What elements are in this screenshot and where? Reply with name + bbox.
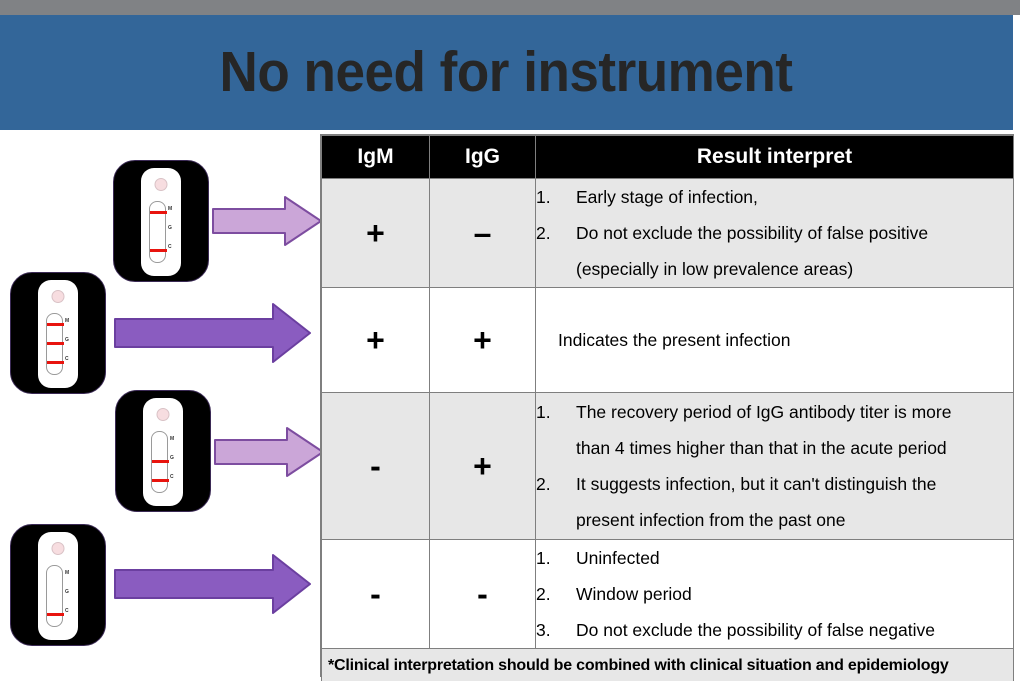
band-m	[47, 575, 64, 578]
strip-label-c: C	[65, 608, 69, 614]
list-item-text: Window period	[576, 584, 692, 604]
band-g	[47, 342, 64, 345]
cell-igg: -	[429, 539, 536, 649]
result-window	[149, 201, 167, 263]
arrow-to-row-2	[113, 301, 313, 365]
band-c	[150, 249, 167, 252]
sample-well-icon	[156, 408, 170, 421]
list-item-text: It suggests infection, but it can't dist…	[576, 474, 937, 494]
band-g	[47, 594, 64, 597]
table-footnote-row: *Clinical interpretation should be combi…	[321, 648, 1014, 681]
strip-label-m: M	[65, 570, 70, 576]
cell-igm: +	[321, 287, 430, 393]
band-m	[150, 211, 167, 214]
list-item: 2. It suggests infection, but it can't d…	[536, 466, 1013, 502]
strip-label-g: G	[65, 589, 69, 595]
strip-label-m: M	[65, 318, 70, 324]
sample-well-icon	[154, 178, 168, 191]
sample-well-icon	[51, 542, 65, 555]
cassette-strip: M G C	[141, 168, 181, 276]
strip-label-c: C	[65, 356, 69, 362]
list-item-text: than 4 times higher than that in the acu…	[576, 438, 947, 458]
list-item-number: 2.	[536, 223, 551, 243]
result-window	[151, 431, 169, 493]
list-item: 3. Do not exclude the possibility of fal…	[536, 612, 1013, 648]
cell-igm: -	[321, 539, 430, 649]
cassette-igm-negative-igg-negative: M G C	[10, 524, 106, 646]
column-header-igg: IgG	[429, 135, 536, 179]
table-row: + + Indicates the present infection	[321, 287, 1014, 393]
strip-label-g: G	[168, 225, 172, 231]
strip-label-c: C	[168, 244, 172, 250]
band-g	[150, 230, 167, 233]
list-item-text: Do not exclude the possibility of false …	[576, 620, 935, 640]
cassette-strip: M G C	[143, 398, 183, 506]
list-item-text: Early stage of infection,	[576, 187, 758, 207]
cassette-strip: M G C	[38, 280, 78, 388]
title-band: No need for instrument	[0, 15, 1013, 130]
cassette-igm-positive-igg-negative: M G C	[113, 160, 209, 282]
top-gray-bar	[0, 0, 1020, 15]
cell-result: 1. The recovery period of IgG antibody t…	[535, 392, 1014, 540]
cell-igg: –	[429, 178, 536, 288]
list-item-number: 3.	[536, 620, 551, 640]
list-item: 2. Window period	[536, 576, 1013, 612]
strip-label-g: G	[170, 455, 174, 461]
table-row: - - 1. Uninfected 2. Window period	[321, 539, 1014, 649]
strip-label-g: G	[65, 337, 69, 343]
list-item-text: (especially in low prevalence areas)	[576, 259, 854, 279]
cell-igg: +	[429, 392, 536, 540]
cell-igg: +	[429, 287, 536, 393]
cassette-strip: M G C	[38, 532, 78, 640]
column-header-igm: IgM	[321, 135, 430, 179]
page-title: No need for instrument	[220, 40, 793, 104]
arrow-to-row-4	[113, 552, 313, 616]
band-c	[47, 613, 64, 616]
band-g	[152, 460, 169, 463]
list-item: 2. Do not exclude the possibility of fal…	[536, 215, 1013, 251]
list-item: present infection from the past one	[536, 502, 1013, 538]
strip-label-m: M	[170, 436, 175, 442]
footnote-text: *Clinical interpretation should be combi…	[321, 648, 1014, 681]
cassette-igm-positive-igg-positive: M G C	[10, 272, 106, 394]
arrow-to-row-1	[211, 195, 323, 247]
list-item-number: 1.	[536, 548, 551, 568]
list-item-text: present infection from the past one	[576, 510, 846, 530]
sample-well-icon	[51, 290, 65, 303]
result-interpretation-table: IgM IgG Result interpret + – 1. Early st…	[320, 134, 1014, 681]
list-item-number: 1.	[536, 187, 551, 207]
strip-label-m: M	[168, 206, 173, 212]
column-header-result: Result interpret	[535, 135, 1014, 179]
list-item: than 4 times higher than that in the acu…	[536, 430, 1013, 466]
list-item-number: 2.	[536, 584, 551, 604]
list-item: 1. Early stage of infection,	[536, 179, 1013, 215]
list-item-number: 1.	[536, 402, 551, 422]
list-item-number: 2.	[536, 474, 551, 494]
arrow-to-row-3	[213, 426, 325, 478]
cell-result: 1. Early stage of infection, 2. Do not e…	[535, 178, 1014, 288]
table-row: + – 1. Early stage of infection, 2. Do n…	[321, 178, 1014, 288]
list-item: 1. Uninfected	[536, 540, 1013, 576]
cassette-diagram-panel: M G C M G C	[0, 132, 324, 681]
list-item: (especially in low prevalence areas)	[536, 251, 1013, 287]
strip-label-c: C	[170, 474, 174, 480]
cell-igm: +	[321, 178, 430, 288]
result-window	[46, 565, 64, 627]
list-item-text: Uninfected	[576, 548, 660, 568]
band-m	[47, 323, 64, 326]
band-c	[47, 361, 64, 364]
cell-result: 1. Uninfected 2. Window period 3. Do not…	[535, 539, 1014, 649]
band-m	[152, 441, 169, 444]
cell-igm: -	[321, 392, 430, 540]
cassette-igm-negative-igg-positive: M G C	[115, 390, 211, 512]
result-window	[46, 313, 64, 375]
list-item-text: The recovery period of IgG antibody tite…	[576, 402, 952, 422]
table-header-row: IgM IgG Result interpret	[321, 135, 1014, 179]
list-item: 1. The recovery period of IgG antibody t…	[536, 394, 1013, 430]
list-item-text: Do not exclude the possibility of false …	[576, 223, 929, 243]
band-c	[152, 479, 169, 482]
cell-result: Indicates the present infection	[535, 287, 1014, 393]
table-row: - + 1. The recovery period of IgG antibo…	[321, 392, 1014, 540]
